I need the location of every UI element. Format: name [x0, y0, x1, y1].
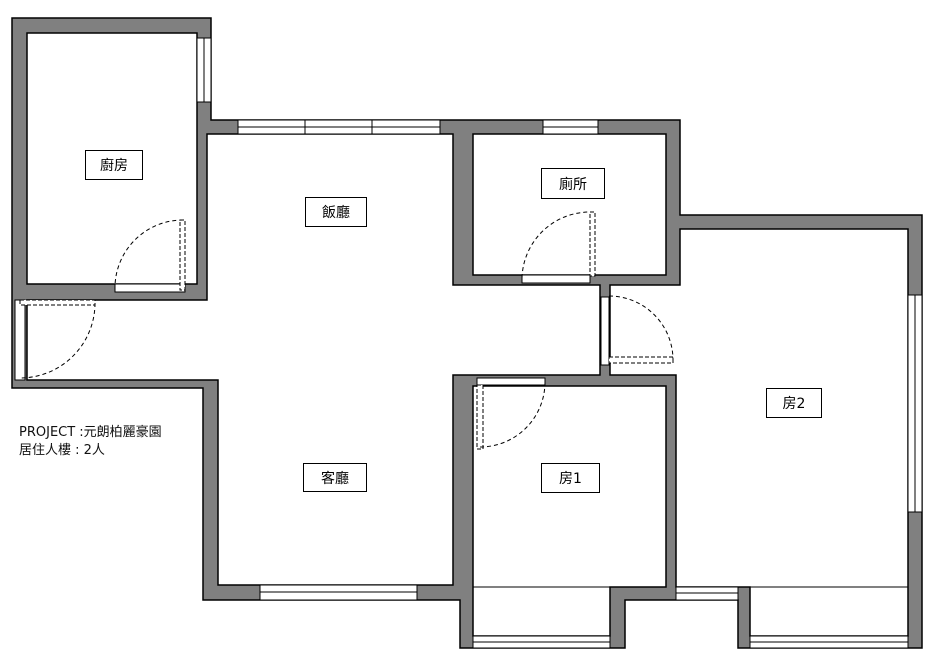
kitchen-door[interactable] [114, 219, 186, 293]
dining-window [237, 119, 441, 135]
entrance-door[interactable] [14, 299, 96, 381]
toilet-floor [472, 133, 667, 276]
dining-label: 飯廳 [305, 197, 367, 227]
bedroom2-balcony-window [675, 586, 739, 601]
toilet-label: 廁所 [541, 168, 605, 199]
bedroom2-door[interactable] [600, 295, 674, 366]
living-label: 客廳 [303, 463, 367, 492]
living-window [259, 584, 418, 601]
project-info: PROJECT :元朗柏麗豪園 居住人樓 : 2人 [19, 424, 162, 460]
bedroom1-label: 房1 [541, 463, 600, 493]
bedroom2-label: 房2 [766, 388, 822, 418]
balcony2-window [749, 635, 909, 649]
occupants: 居住人樓 : 2人 [19, 443, 105, 458]
bedroom1-door[interactable] [476, 377, 546, 450]
toilet-door[interactable] [521, 211, 596, 284]
project-name: PROJECT :元朗柏麗豪園 [19, 425, 162, 440]
balcony1-window [472, 635, 611, 649]
kitchen-label: 廚房 [85, 150, 143, 180]
kitchen-window [196, 37, 212, 103]
toilet-window [542, 119, 599, 135]
bedroom2-window [907, 294, 923, 513]
